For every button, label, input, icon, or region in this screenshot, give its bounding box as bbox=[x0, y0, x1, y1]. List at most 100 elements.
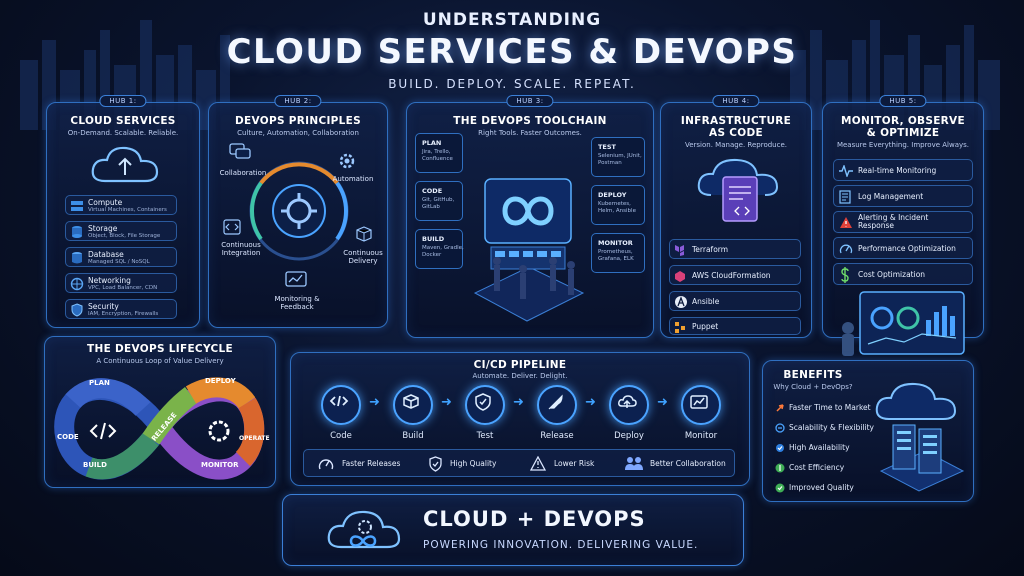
iac-tool-terraform[interactable]: Terraform bbox=[669, 239, 801, 259]
tool-card-test[interactable]: TEST Selenium, JUnit, Postman bbox=[591, 137, 645, 177]
lifecycle-stage-plan: PLAN bbox=[89, 379, 110, 387]
pipeline-arrow-icon: ➜ bbox=[369, 395, 380, 410]
dashboard-screen-illustration bbox=[842, 291, 965, 356]
terraform-icon bbox=[675, 245, 684, 256]
hub2-subtitle: Culture, Automation, Collaboration bbox=[237, 129, 359, 137]
pipeline-stage-deploy[interactable]: Deploy bbox=[605, 385, 653, 441]
lifecycle-stage-deploy: DEPLOY bbox=[205, 377, 236, 385]
pipeline-stage-label: Test bbox=[476, 431, 494, 441]
benefit-item: High Availability bbox=[775, 443, 850, 452]
principle-collaboration: Collaboration bbox=[219, 169, 267, 177]
shield-icon bbox=[71, 303, 83, 317]
hub4-title: INFRASTRUCTURE AS CODE bbox=[680, 115, 792, 139]
benefit-label: Cost Efficiency bbox=[789, 463, 845, 472]
iac-tool-cloudformation[interactable]: AWS CloudFormation bbox=[669, 265, 801, 285]
pipeline-stage-circle bbox=[465, 385, 505, 425]
lifecycle-title: THE DEVOPS LIFECYCLE bbox=[87, 343, 233, 355]
monitor-item-label: Log Management bbox=[858, 192, 924, 201]
hub1-item-database[interactable]: Database Managed SQL / NoSQL bbox=[65, 247, 177, 267]
chat-bubble-icon bbox=[229, 143, 251, 159]
tool-card-plan[interactable]: PLAN Jira, Trello, Confluence bbox=[415, 133, 463, 173]
tool-card-code[interactable]: CODE Git, GitHub, GitLab bbox=[415, 181, 463, 221]
cloud-gear-infinity-icon bbox=[327, 510, 401, 549]
monitor-item-logs[interactable]: Log Management bbox=[833, 185, 973, 207]
hub1-item-sub: Virtual Machines, Containers bbox=[88, 207, 167, 213]
monitor-item-cost[interactable]: Cost Optimization bbox=[833, 263, 973, 285]
hub1-item-sub: VPC, Load Balancer, CDN bbox=[88, 285, 158, 291]
tool-card-monitor[interactable]: MONITOR Prometheus, Grafana, ELK bbox=[591, 233, 645, 273]
network-globe-icon bbox=[70, 277, 84, 291]
iac-tool-ansible[interactable]: Ansible bbox=[669, 291, 801, 311]
scale-arrows-icon bbox=[775, 423, 785, 433]
benefits-panel: BENEFITS Why Cloud + DevOps? Faster Time… bbox=[762, 360, 974, 502]
monitor-item-performance[interactable]: Performance Optimization bbox=[833, 237, 973, 259]
hub1-item-label: Networking bbox=[88, 276, 131, 285]
code-brackets-icon bbox=[329, 395, 349, 407]
tool-card-head: CODE bbox=[422, 187, 443, 195]
speedometer-icon bbox=[839, 244, 853, 254]
hub1-item-sub: IAM, Encryption, Firewalls bbox=[88, 311, 159, 317]
header-tagline: BUILD. DEPLOY. SCALE. REPEAT. bbox=[388, 77, 636, 91]
cicd-subtitle: Automate. Deliver. Delight. bbox=[472, 372, 568, 380]
gear-icon bbox=[339, 153, 355, 169]
outcome-label: Lower Risk bbox=[554, 459, 595, 468]
check-circle-icon bbox=[775, 483, 785, 493]
speedometer-icon bbox=[318, 459, 334, 470]
cloud-servers-illustration bbox=[875, 382, 965, 492]
pipeline-arrow-icon: ➜ bbox=[585, 395, 596, 410]
tool-card-tools: Prometheus, Grafana, ELK bbox=[598, 249, 634, 262]
principle-automation: Automation bbox=[332, 175, 374, 183]
hub1-tag: HUB 1: bbox=[99, 95, 147, 107]
tool-card-deploy[interactable]: DEPLOY Kubernetes, Helm, Ansible bbox=[591, 185, 645, 225]
hub5-subtitle: Measure Everything. Improve Always. bbox=[836, 141, 970, 149]
pipeline-stage-label: Release bbox=[540, 431, 574, 441]
outcome-label: Faster Releases bbox=[342, 459, 401, 468]
monitor-item-realtime[interactable]: Real-time Monitoring bbox=[833, 159, 973, 181]
tool-card-build[interactable]: BUILD Maven, Gradle, Docker bbox=[415, 229, 464, 269]
hub1-item-sub: Managed SQL / NoSQL bbox=[88, 259, 150, 265]
hub1-item-networking[interactable]: Networking VPC, Load Balancer, CDN bbox=[65, 273, 177, 293]
pipeline-stage-label: Build bbox=[402, 431, 424, 441]
monitor-item-alerting[interactable]: Alerting & Incident Response bbox=[833, 211, 973, 233]
cicd-title: CI/CD PIPELINE bbox=[473, 359, 567, 371]
pipeline-stage-release[interactable]: Release bbox=[533, 385, 581, 441]
hub1-item-storage[interactable]: Storage Object, Block, File Storage bbox=[65, 221, 177, 241]
hub1-panel: HUB 1: CLOUD SERVICES On-Demand. Scalabl… bbox=[46, 95, 200, 328]
cloud-upload-icon bbox=[91, 146, 159, 183]
pipeline-arrow-icon: ➜ bbox=[657, 395, 668, 410]
tool-card-tools: Kubernetes, Helm, Ansible bbox=[598, 201, 636, 214]
tool-card-tools: Jira, Trello, Confluence bbox=[422, 149, 453, 162]
monitor-item-label: Performance Optimization bbox=[858, 244, 956, 253]
tool-card-head: BUILD bbox=[422, 235, 445, 243]
database-icon bbox=[72, 252, 82, 264]
pipeline-stage-circle bbox=[609, 385, 649, 425]
hub1-item-label: Database bbox=[88, 250, 124, 259]
pipeline-stage-label: Monitor bbox=[684, 431, 718, 441]
coin-icon bbox=[775, 463, 785, 473]
lifecycle-panel: THE DEVOPS LIFECYCLE A Continuous Loop o… bbox=[44, 336, 276, 488]
lifecycle-stage-monitor: MONITOR bbox=[201, 461, 239, 469]
hub1-item-sub: Object, Block, File Storage bbox=[88, 233, 161, 239]
ansible-icon bbox=[675, 296, 687, 308]
benefit-item: Improved Quality bbox=[775, 483, 854, 493]
hub1-item-compute[interactable]: Compute Virtual Machines, Containers bbox=[65, 195, 177, 215]
hub3-panel: HUB 3: THE DEVOPS TOOLCHAIN Right Tools.… bbox=[406, 95, 654, 338]
iac-tool-puppet[interactable]: Puppet bbox=[669, 317, 801, 335]
footer-panel: CLOUD + DEVOPS POWERING INNOVATION. DELI… bbox=[282, 494, 744, 566]
pipeline-stage-circle bbox=[321, 385, 361, 425]
storage-icon bbox=[72, 226, 82, 238]
pipeline-stage-code[interactable]: Code bbox=[317, 385, 365, 441]
shield-check-icon bbox=[429, 456, 442, 472]
pipeline-stage-monitor[interactable]: Monitor bbox=[677, 385, 725, 441]
hub1-item-security[interactable]: Security IAM, Encryption, Firewalls bbox=[65, 299, 177, 319]
code-brackets-icon bbox=[223, 219, 241, 235]
pipeline-stage-test[interactable]: Test bbox=[461, 385, 509, 441]
principle-continuous-integration: Continuous Integration bbox=[221, 241, 261, 257]
benefit-label: Improved Quality bbox=[789, 483, 854, 492]
iac-tool-label: AWS CloudFormation bbox=[692, 271, 771, 280]
hub1-item-label: Storage bbox=[88, 224, 118, 233]
pipeline-stage-label: Deploy bbox=[614, 431, 644, 441]
benefit-label: High Availability bbox=[789, 443, 850, 452]
pipeline-stage-build[interactable]: Build bbox=[389, 385, 437, 441]
